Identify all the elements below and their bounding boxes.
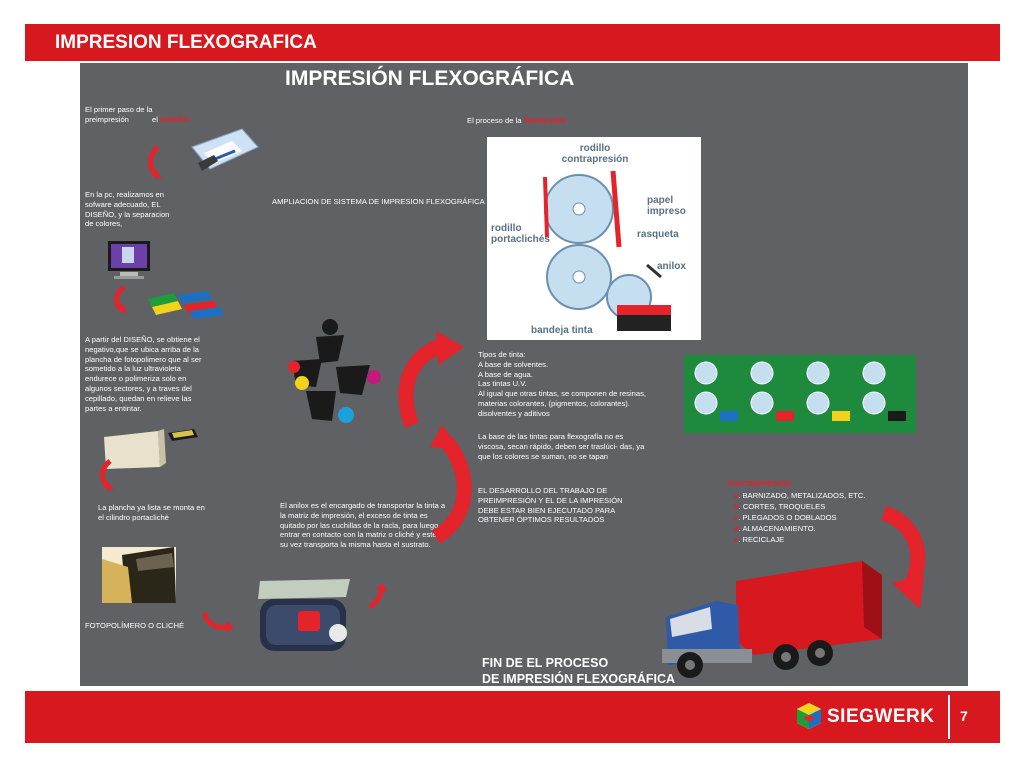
step1-highlight: DISEÑO. — [160, 115, 192, 124]
label-bandeja: bandeja tinta — [531, 325, 593, 336]
tintas-text: Tipos de tinta: A base de solventes. A b… — [478, 350, 647, 418]
computer-icon — [108, 241, 150, 279]
label-anilox: anilox — [657, 261, 686, 272]
anilox-cylinder-icon — [258, 579, 350, 651]
step3-text: A partir del DISEÑO, se obtiene el negat… — [85, 335, 202, 413]
red-arrow-icon — [148, 145, 162, 179]
photopolymer-plate-icon — [104, 429, 198, 469]
fotopolimero-label: FOTOPOLÍMERO O CLICHÉ — [85, 621, 185, 630]
proceso-label: El proceso de la IMPRESIÓN — [467, 116, 566, 126]
title-bar: IMPRESION FLEXOGRAFICA — [25, 24, 1000, 61]
print-stations-panel — [684, 355, 916, 433]
item-text: BARNIZADO, METALIZADOS, ETC. — [742, 491, 866, 500]
step1-suffix: el DISEÑO. — [152, 115, 191, 125]
label-papel: papel impreso — [647, 195, 686, 217]
page-number: 7 — [960, 708, 968, 724]
postimpresion-item: d. ALMACENAMIENTO. — [734, 524, 816, 533]
item-text: PLEGADOS O DOBLADOS — [742, 513, 837, 522]
item-letter: e — [734, 535, 739, 544]
item-text: RECICLAJE — [742, 535, 785, 544]
footer-divider — [948, 695, 950, 739]
brand-name: SIEGWERK — [827, 706, 935, 727]
step1-el: el — [152, 115, 158, 124]
item-letter: b — [734, 502, 739, 511]
proceso-pre: El proceso de la — [467, 116, 522, 125]
infographic-heading: IMPRESIÓN FLEXOGRÁFICA — [285, 67, 575, 90]
red-arrow-icon — [201, 612, 234, 633]
printing-unit-diagram: rodillo contrapresión papel impreso rodi… — [487, 137, 701, 340]
ampliacion-label: AMPLIACION DE SISTEMA DE IMPRESION FLEXO… — [272, 197, 485, 206]
siegwerk-logo: SIEGWERK — [795, 702, 935, 732]
color-separation-icon — [148, 291, 224, 319]
footer-bar: SIEGWERK 7 — [25, 691, 1000, 743]
step1-pre: El primer paso de la preimpresión — [85, 105, 153, 124]
red-arrow-icon — [368, 583, 388, 610]
postimpresion-item: c. PLEGADOS O DOBLADOS — [734, 513, 837, 522]
step1-text: El primer paso de la preimpresión — [85, 105, 180, 125]
item-letter: d — [734, 524, 739, 533]
postimpresion-item: e. RECICLAJE — [734, 535, 785, 544]
ink-figures-icon — [288, 319, 381, 423]
fin-line2: DE IMPRESIÓN FLEXOGRÁFICA — [482, 672, 676, 686]
big-red-arrow-icon — [398, 331, 464, 428]
item-text: CORTES, TROQUELES — [742, 502, 826, 511]
item-letter: a — [734, 491, 739, 500]
desarrollo-text: EL DESARROLLO DEL TRABAJO DE PREIMPRESIÓ… — [478, 486, 623, 525]
rollers-drawing — [543, 170, 671, 331]
item-text: ALMACENAMIENTO. — [742, 524, 816, 533]
postimpresion-item: b. CORTES, TROQUELES — [734, 502, 826, 511]
cliche-photo — [102, 547, 176, 603]
postimpresion-title: POSTIMPRESIÓN — [728, 479, 792, 488]
label-rasqueta: rasqueta — [637, 229, 679, 240]
fin-text: FIN DE EL PROCESO DE IMPRESIÓN FLEXOGRÁF… — [482, 655, 675, 686]
big-red-arrow-icon — [881, 505, 926, 609]
postimpresion-item: a. BARNIZADO, METALIZADOS, ETC. — [734, 491, 866, 500]
fin-line1: FIN DE EL PROCESO — [482, 656, 609, 670]
step2-text: En la pc, realizamos en sofware adecuado… — [85, 190, 170, 229]
base-tintas-text: La base de las tintas para flexografía n… — [478, 432, 645, 461]
label-contrapresion: rodillo contrapresión — [561, 143, 629, 165]
step4-text: La plancha ya lista se monta en el cilin… — [98, 503, 205, 522]
print-stations-drawing — [694, 361, 906, 421]
siegwerk-cube-icon — [797, 703, 821, 729]
proceso-highlight: IMPRESIÓN — [523, 116, 567, 125]
design-tools-icon — [191, 128, 259, 171]
page-title: IMPRESION FLEXOGRAFICA — [55, 32, 317, 53]
anilox-text: El anilox es el encargado de transportar… — [280, 501, 446, 550]
item-letter: c — [734, 513, 739, 522]
label-portacliches: rodillo portaclichés — [491, 223, 550, 245]
infographic: IMPRESIÓN FLEXOGRÁFICA El primer paso de… — [80, 63, 968, 686]
red-arrow-icon — [114, 285, 128, 314]
big-red-arrow-icon — [430, 425, 472, 543]
delivery-truck-icon — [662, 561, 882, 678]
red-arrow-icon — [100, 459, 114, 491]
